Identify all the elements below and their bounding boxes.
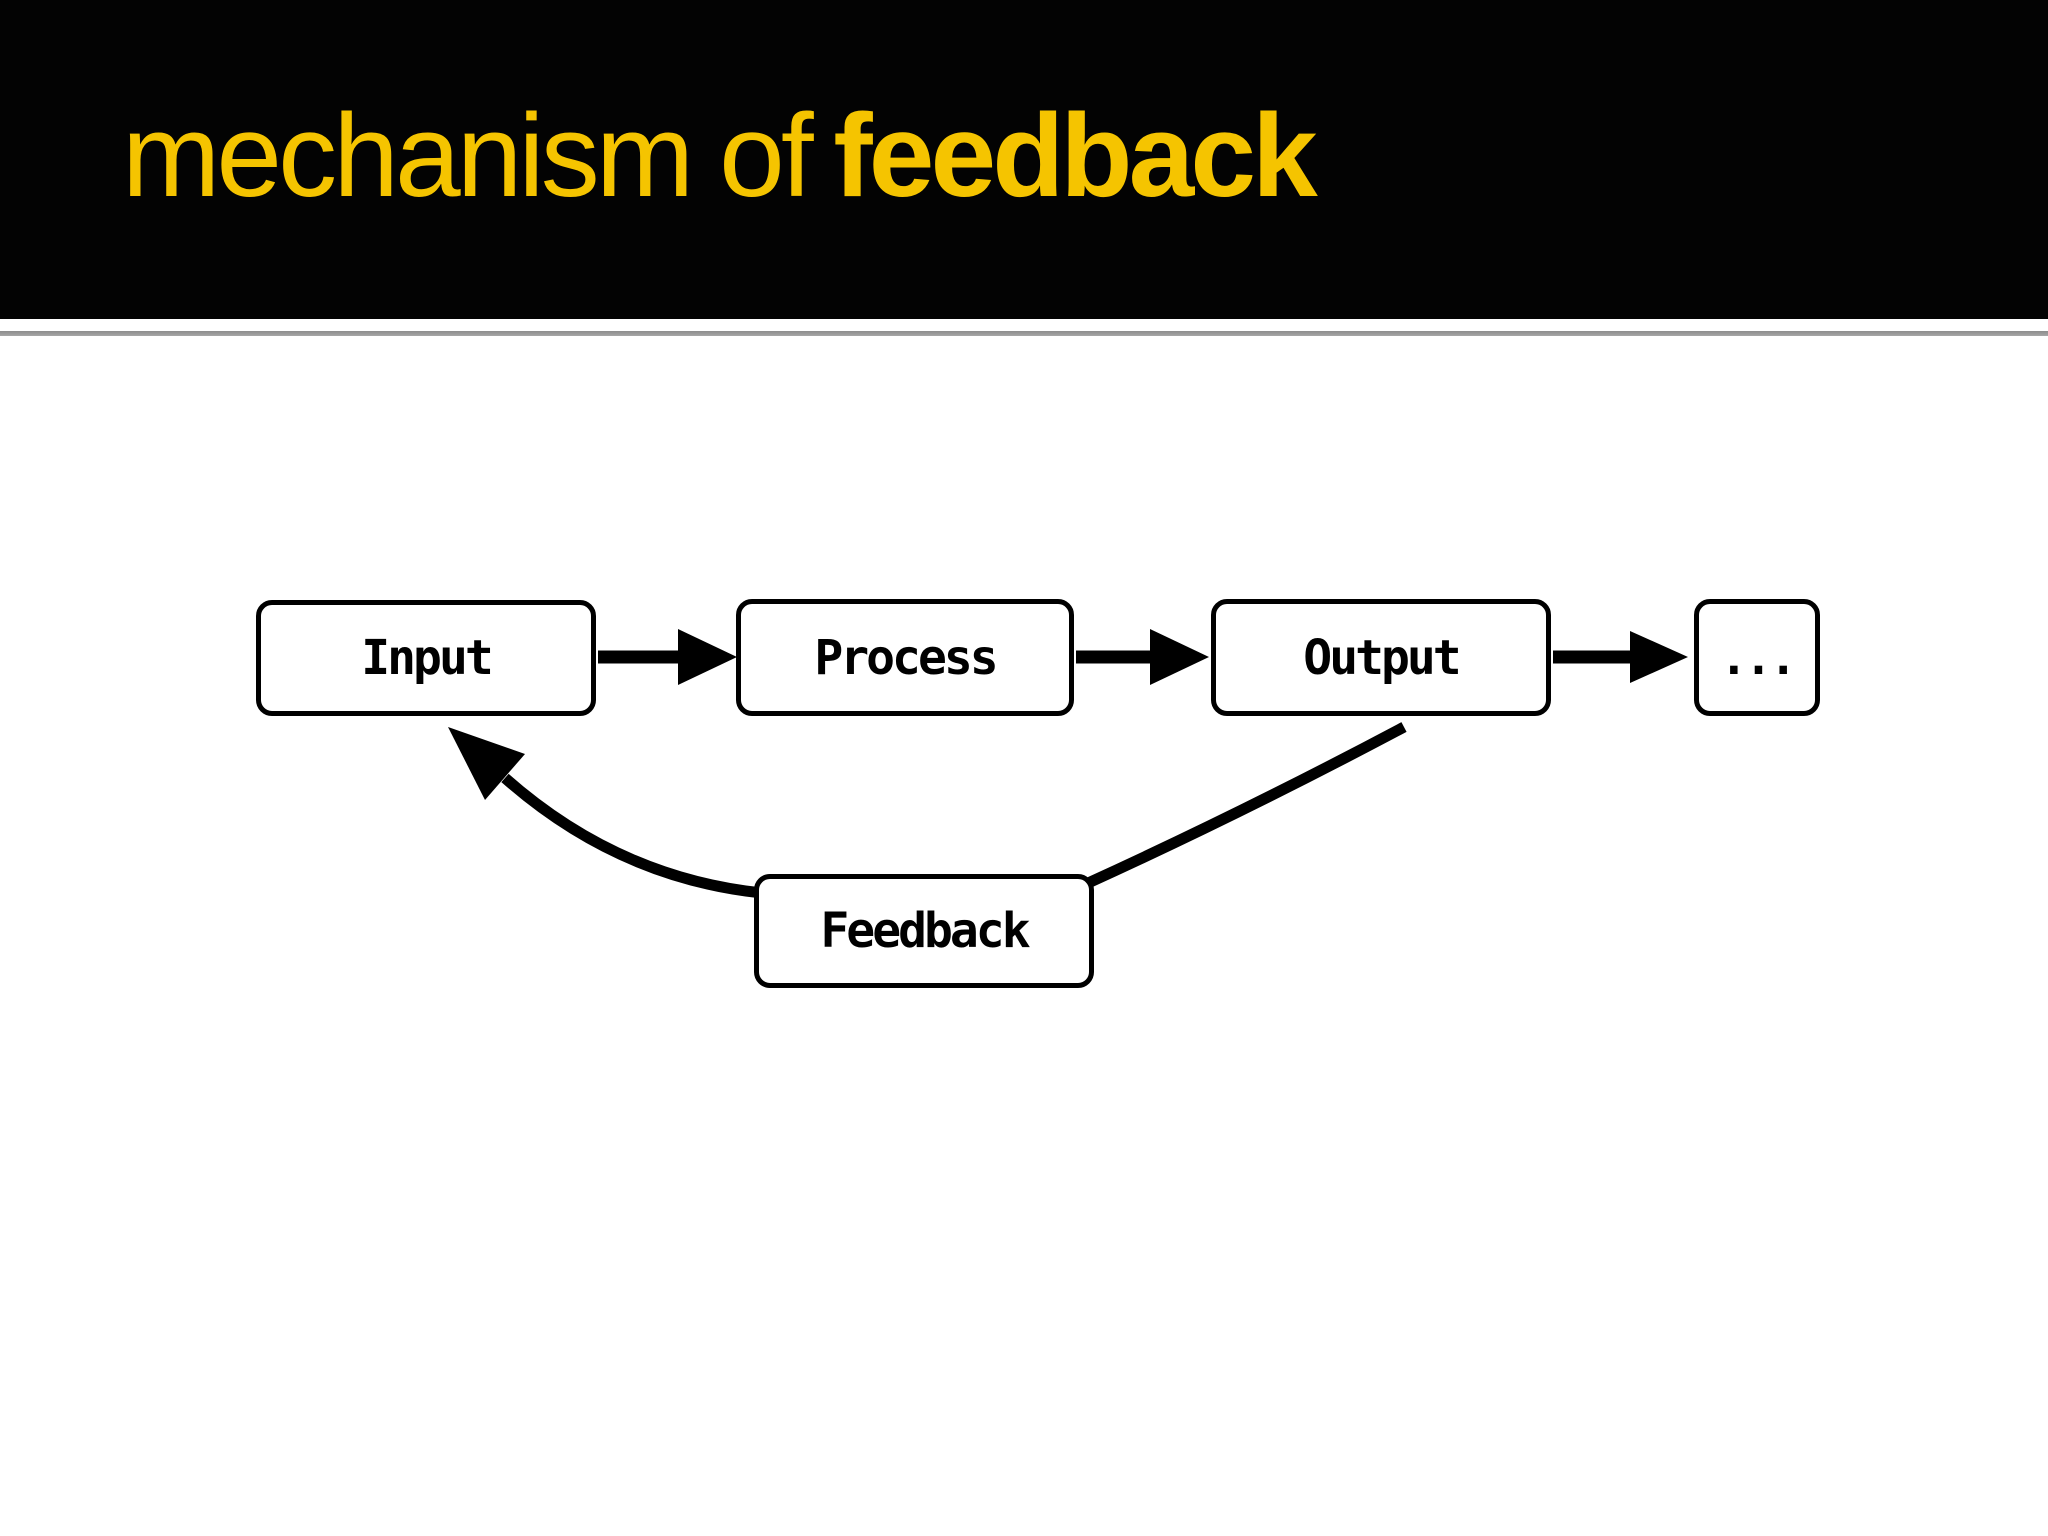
flow-node-continuation-label: ... [1719, 630, 1797, 685]
flow-node-input: Input [256, 600, 596, 716]
flow-node-feedback-label: Feedback [820, 903, 1030, 959]
flow-node-output-label: Output [1303, 629, 1461, 686]
header-divider-line [0, 331, 2048, 336]
flow-node-input-label: Input [361, 630, 493, 686]
arrow-output-to-continuation [1553, 631, 1688, 683]
flow-node-output: Output [1211, 599, 1551, 716]
arrow-input-to-process [598, 629, 737, 685]
flow-node-process: Process [736, 599, 1074, 716]
feedback-arrow-to-input [448, 727, 763, 899]
flow-node-continuation: ... [1694, 599, 1820, 716]
flow-node-process-label: Process [814, 629, 998, 686]
title-prefix: mechanism of [122, 90, 814, 222]
title-emphasis: feedback [833, 90, 1317, 222]
flow-node-feedback: Feedback [754, 874, 1094, 988]
feedback-line-output-to-feedback [1083, 722, 1407, 890]
arrow-process-to-output [1076, 629, 1209, 685]
